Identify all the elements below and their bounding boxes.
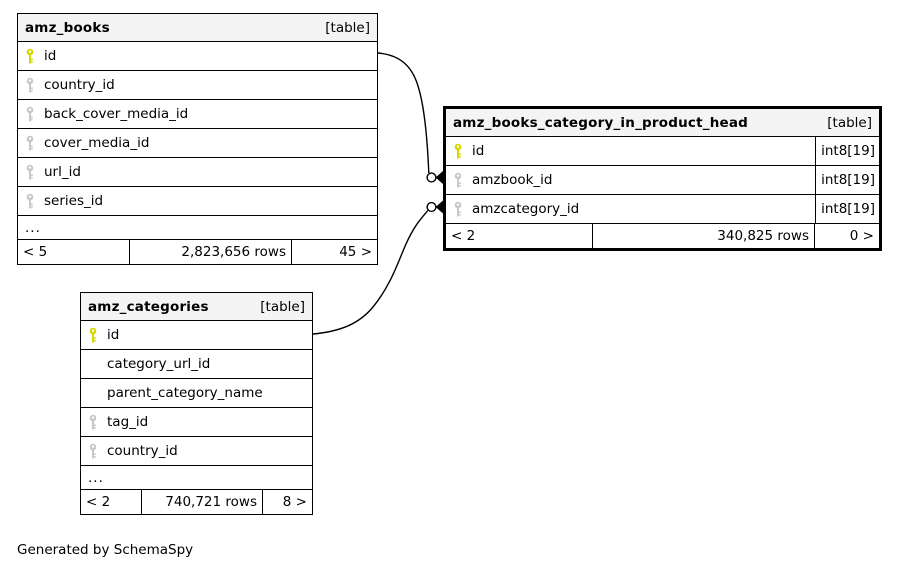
column-name: url_id: [44, 164, 81, 180]
column-row: url_id: [18, 158, 377, 187]
column-name: back_cover_media_id: [44, 106, 189, 122]
column-row-ellipsis: ...: [81, 466, 312, 490]
column-row: parent_category_name: [81, 379, 312, 408]
table-amz-books-category-in-product-head[interactable]: amz_books_category_in_product_head [tabl…: [443, 106, 882, 251]
relationship-line-books-to-head: [377, 52, 430, 174]
column-row: amzcategory_id int8[19]: [446, 195, 879, 224]
foreign-key-icon: [453, 172, 463, 188]
column-name: country_id: [107, 443, 178, 459]
degree-right: 8 >: [282, 494, 307, 510]
foreign-key-icon: [453, 201, 463, 217]
column-row: id: [81, 321, 312, 350]
cardinality-circle-icon: [426, 172, 437, 183]
foreign-key-icon: [25, 164, 35, 180]
column-row: amzbook_id int8[19]: [446, 166, 879, 195]
table-badge: [table]: [260, 298, 305, 315]
column-name: id: [107, 327, 120, 343]
column-type: int8[19]: [815, 195, 879, 223]
cardinality-circle-icon: [426, 201, 437, 213]
row-count: 340,825 rows: [593, 224, 815, 248]
degree-right: 0 >: [849, 228, 874, 244]
column-name: tag_id: [107, 414, 149, 430]
column-name: parent_category_name: [107, 385, 263, 401]
column-row: id: [18, 42, 377, 71]
column-name: series_id: [44, 193, 104, 209]
row-count: 2,823,656 rows: [130, 240, 292, 264]
degree-right: 45 >: [339, 244, 372, 260]
crow-foot-icon: [435, 171, 443, 184]
crow-foot-icon: [435, 200, 443, 214]
column-row: category_url_id: [81, 350, 312, 379]
column-row: id int8[19]: [446, 137, 879, 166]
foreign-key-icon: [88, 414, 98, 430]
degree-left: < 2: [81, 490, 142, 514]
column-type: int8[19]: [815, 137, 879, 165]
column-name: amzbook_id: [472, 172, 553, 188]
row-count: 740,721 rows: [142, 490, 263, 514]
table-header: amz_books_category_in_product_head [tabl…: [446, 109, 879, 137]
table-name[interactable]: amz_categories: [88, 298, 209, 315]
column-row: series_id: [18, 187, 377, 216]
primary-key-icon: [88, 327, 98, 343]
ellipsis-label: ...: [25, 219, 41, 236]
foreign-key-icon: [88, 443, 98, 459]
table-header: amz_books [table]: [18, 14, 377, 42]
column-type: int8[19]: [815, 166, 879, 194]
column-row: tag_id: [81, 408, 312, 437]
generated-by-note: Generated by SchemaSpy: [17, 542, 194, 558]
column-name: cover_media_id: [44, 135, 150, 151]
table-name[interactable]: amz_books: [25, 19, 110, 36]
column-name: id: [44, 48, 57, 64]
column-row: country_id: [18, 71, 377, 100]
table-footer: < 2 740,721 rows 8 >: [81, 490, 312, 514]
table-badge: [table]: [325, 19, 370, 36]
table-name[interactable]: amz_books_category_in_product_head: [453, 114, 749, 131]
column-name: amzcategory_id: [472, 201, 580, 217]
primary-key-icon: [25, 48, 35, 64]
column-row: back_cover_media_id: [18, 100, 377, 129]
table-amz-categories[interactable]: amz_categories [table] id category_url_i…: [80, 292, 313, 515]
column-name: category_url_id: [107, 356, 211, 372]
table-footer: < 2 340,825 rows 0 >: [446, 224, 879, 248]
table-badge: [table]: [827, 114, 872, 131]
foreign-key-icon: [25, 193, 35, 209]
table-amz-books[interactable]: amz_books [table] id country_id back_cov…: [17, 13, 378, 265]
column-row: country_id: [81, 437, 312, 466]
primary-key-icon: [453, 143, 463, 159]
degree-left: < 5: [18, 240, 130, 264]
foreign-key-icon: [25, 77, 35, 93]
degree-left: < 2: [446, 224, 593, 248]
ellipsis-label: ...: [88, 469, 104, 486]
table-footer: < 5 2,823,656 rows 45 >: [18, 240, 377, 264]
column-row-ellipsis: ...: [18, 216, 377, 240]
column-name: country_id: [44, 77, 115, 93]
table-header: amz_categories [table]: [81, 293, 312, 321]
foreign-key-icon: [25, 106, 35, 122]
foreign-key-icon: [25, 135, 35, 151]
column-row: cover_media_id: [18, 129, 377, 158]
column-name: id: [472, 143, 485, 159]
